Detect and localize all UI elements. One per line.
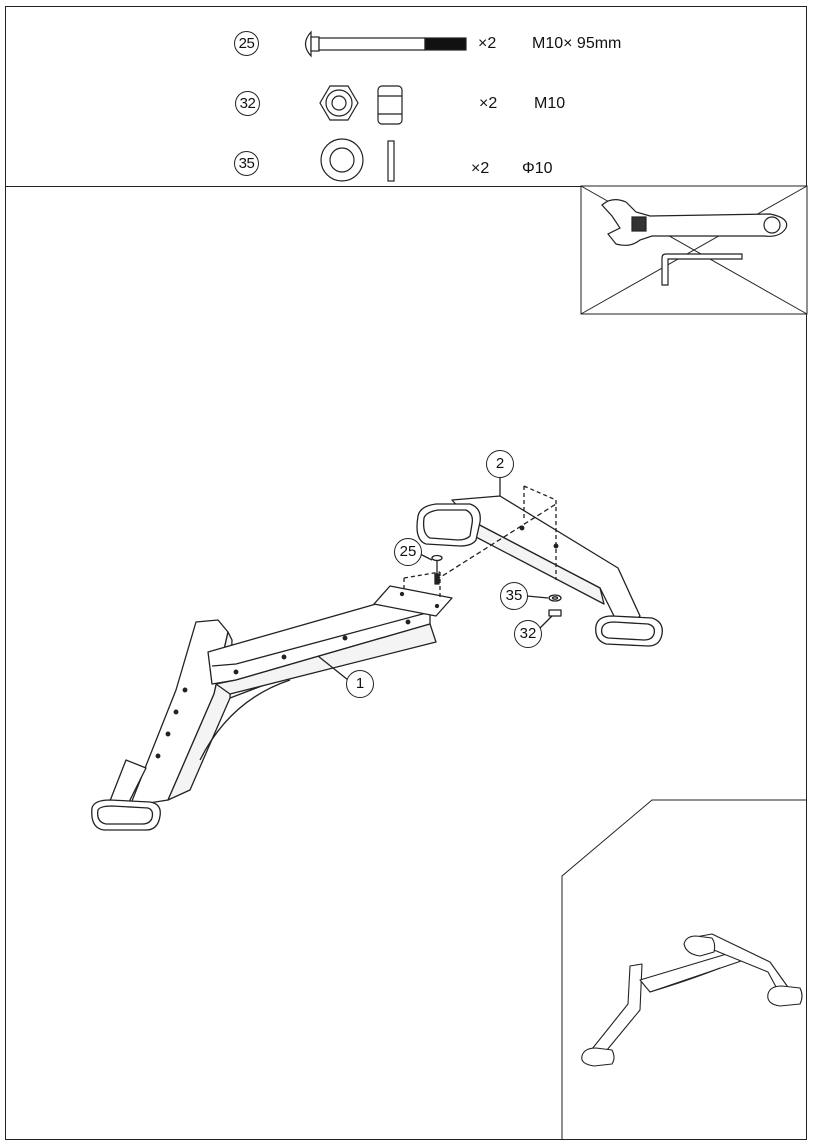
part-spec: Φ10 [522, 160, 553, 177]
part-spec: M10× 95mm [532, 35, 622, 52]
assembly-diagram [91, 476, 663, 831]
part-number-badge: 32 [235, 91, 260, 116]
carriage-bolt-icon [304, 30, 467, 58]
assembled-frame-preview [581, 933, 803, 1067]
callout-part-1: 1 [346, 670, 374, 698]
part-number-badge: 35 [234, 151, 259, 176]
parts-divider [5, 186, 807, 187]
allen-key-icon [661, 253, 743, 286]
hex-nut-icon [319, 85, 403, 125]
part-quantity: ×2 [479, 95, 498, 112]
part-quantity: ×2 [471, 160, 490, 177]
page-frame [5, 6, 807, 1140]
part-quantity: ×2 [478, 35, 497, 52]
callout-part-35: 35 [500, 582, 528, 610]
part-spec: M10 [534, 95, 566, 112]
callout-part-32: 32 [514, 620, 542, 648]
washer-icon [320, 138, 395, 182]
part-number-badge: 25 [234, 31, 259, 56]
adjustable-wrench-icon [601, 199, 788, 246]
callout-part-25: 25 [394, 538, 422, 566]
preview-inset [561, 799, 807, 1140]
callout-part-2: 2 [486, 450, 514, 478]
